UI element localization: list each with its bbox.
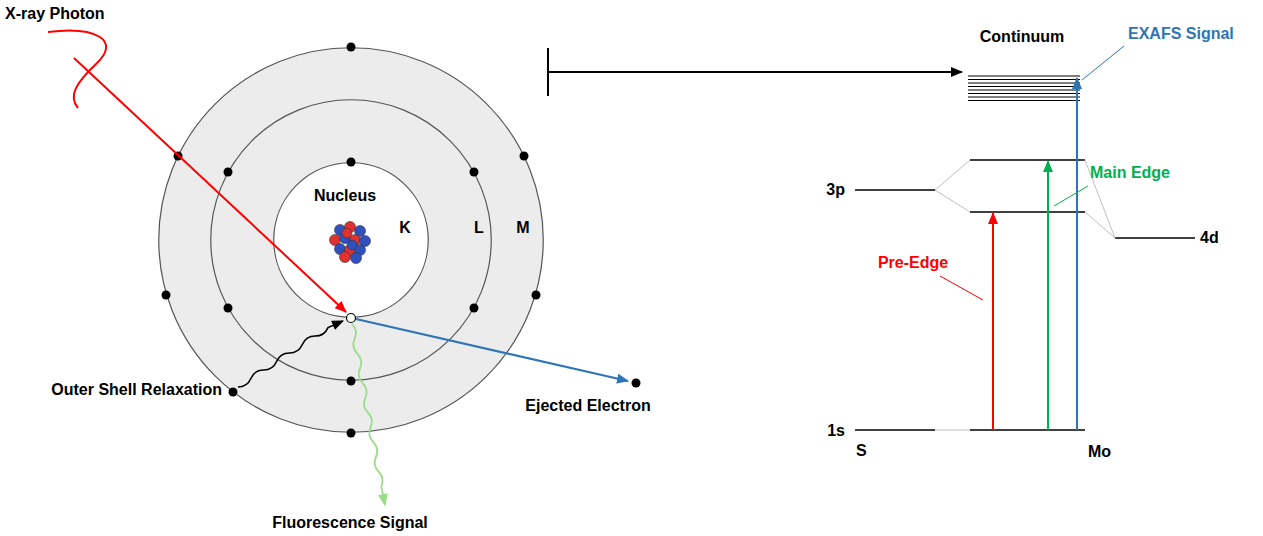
bracket-arrow <box>548 71 962 73</box>
diagram-label: Outer Shell Relaxation <box>51 381 222 399</box>
main-edge-leader <box>1054 186 1088 206</box>
shell-label: M <box>516 219 529 237</box>
fluorescence-wave <box>352 324 385 505</box>
diagram-label: 4d <box>1200 229 1219 247</box>
ejection-arrow <box>356 319 628 381</box>
diagram-label: Ejected Electron <box>525 397 650 415</box>
level-correlations <box>935 160 1115 430</box>
relaxation-wave <box>238 321 343 387</box>
diagram-label: Fluorescence Signal <box>272 514 428 532</box>
exafs-leader <box>1082 46 1124 80</box>
diagram-label: S <box>856 442 867 460</box>
ejected-electron <box>632 379 641 388</box>
diagram-label: Main Edge <box>1090 164 1170 182</box>
diagram-label: Pre-Edge <box>878 254 948 272</box>
diagram-label: X-ray Photon <box>5 5 105 23</box>
main-edge-arrow <box>1047 161 1049 430</box>
vacancy <box>347 314 356 323</box>
diagram-label: 3p <box>826 181 845 199</box>
diagram-label: 1s <box>827 422 845 440</box>
diagram-label: Mo <box>1088 443 1111 461</box>
diagram-label: Continuum <box>980 28 1064 46</box>
exafs-arrow <box>1076 78 1078 430</box>
diagram-label: EXAFS Signal <box>1128 25 1234 43</box>
photon-wave <box>48 31 106 108</box>
pre-edge-arrow <box>992 213 994 430</box>
shell-label: K <box>399 219 411 237</box>
nucleus <box>330 222 371 264</box>
pre-edge-leader <box>940 276 983 300</box>
energy-levels <box>855 160 1195 430</box>
photon-arrow <box>74 58 346 312</box>
shell-label: Nucleus <box>314 187 376 205</box>
electrons <box>162 43 541 438</box>
shell-label: L <box>474 219 484 237</box>
continuum-lines <box>968 76 1080 101</box>
